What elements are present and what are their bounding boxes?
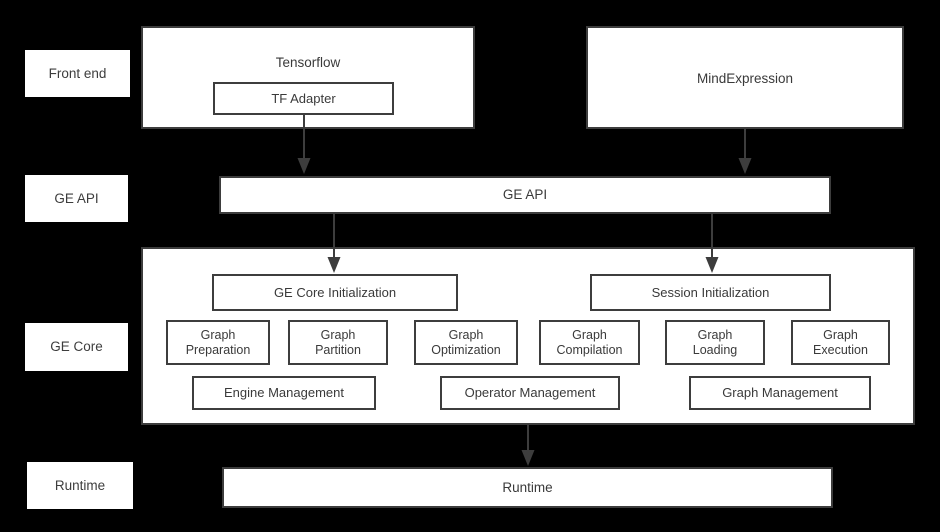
- engine-management-box[interactable]: Engine Management: [192, 376, 376, 410]
- ge-core-initialization-box[interactable]: GE Core Initialization: [212, 274, 458, 311]
- tf-adapter-box[interactable]: TF Adapter: [213, 82, 394, 115]
- connector-ge-core-to-runtime: [521, 425, 535, 466]
- layer-label-ge-api: GE API: [25, 175, 128, 222]
- layer-label-front-end: Front end: [25, 50, 130, 97]
- tensorflow-title: Tensorflow: [275, 55, 341, 70]
- mindexpression-container[interactable]: [586, 26, 904, 129]
- graph-execution-box[interactable]: Graph Execution: [791, 320, 890, 365]
- graph-preparation-box[interactable]: Graph Preparation: [166, 320, 270, 365]
- graph-partition-box[interactable]: Graph Partition: [288, 320, 388, 365]
- graph-management-box[interactable]: Graph Management: [689, 376, 871, 410]
- ge-api-bar[interactable]: GE API: [219, 176, 831, 214]
- connector-mindexpression-to-ge-api: [738, 129, 752, 174]
- runtime-bar[interactable]: Runtime: [222, 467, 833, 508]
- operator-management-box[interactable]: Operator Management: [440, 376, 620, 410]
- mindexpression-title: MindExpression: [696, 71, 794, 86]
- graph-compilation-box[interactable]: Graph Compilation: [539, 320, 640, 365]
- layer-label-ge-core: GE Core: [25, 323, 128, 371]
- graph-loading-box[interactable]: Graph Loading: [665, 320, 765, 365]
- layer-label-runtime: Runtime: [27, 462, 133, 509]
- graph-optimization-box[interactable]: Graph Optimization: [414, 320, 518, 365]
- session-initialization-box[interactable]: Session Initialization: [590, 274, 831, 311]
